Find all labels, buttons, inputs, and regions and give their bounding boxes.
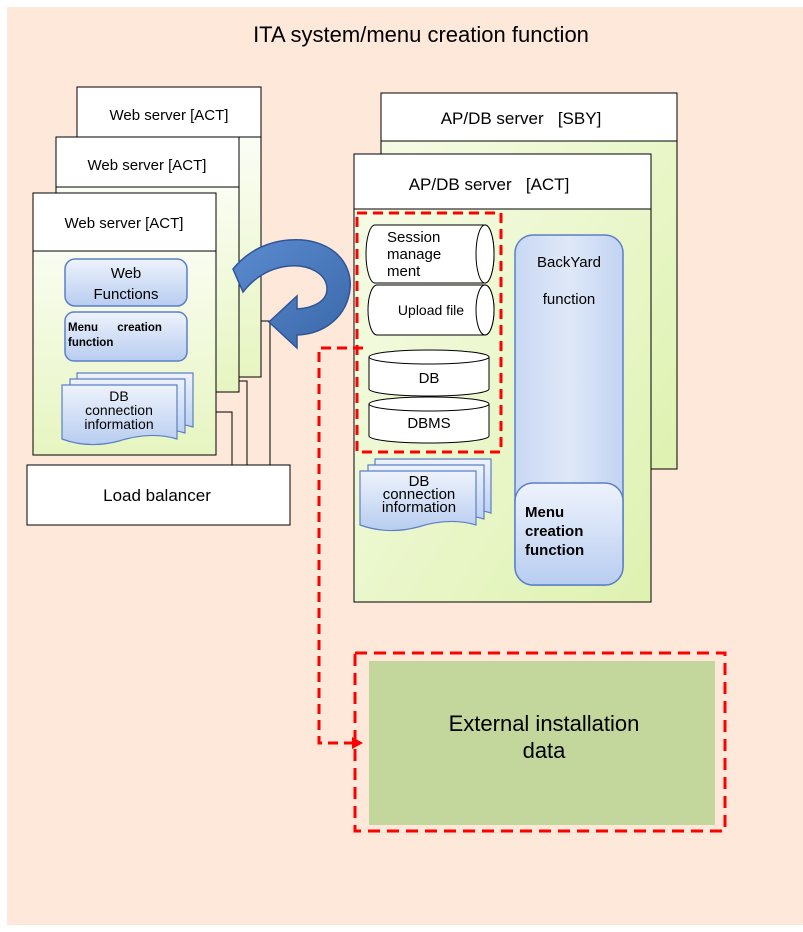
session-management-cylinder — [365, 224, 495, 284]
web-server-middle-label: Web server [ACT] — [88, 157, 207, 174]
load-balancer — [26, 464, 291, 526]
backyard-line1: BackYard — [537, 254, 601, 271]
apdb-sby-label: AP/DB server [SBY] — [441, 109, 602, 128]
menu-creation-apdb-box — [514, 482, 624, 586]
web-server-middle-header — [55, 136, 240, 188]
session-line3: ment — [387, 263, 421, 280]
curved-arrow-icon — [232, 239, 351, 350]
menu-creation-apdb-line2: creation — [525, 523, 583, 540]
menu-creation-web-line2: function — [68, 337, 113, 349]
db-connection-web-line2: connection — [85, 402, 153, 418]
external-data-connector — [317, 346, 363, 745]
external-data-line2: data — [523, 738, 567, 763]
db-connection-apdb-line2: connection — [383, 486, 456, 503]
load-balancer-label: Load balancer — [103, 486, 211, 505]
session-line1: Session — [387, 229, 440, 246]
dbms-cylinder — [368, 396, 490, 444]
diagram-title: ITA system/menu creation function — [253, 22, 589, 47]
web-server-front-label: Web server [ACT] — [65, 215, 184, 232]
menu-creation-apdb-line1: Menu — [525, 504, 564, 521]
web-server-stack: Web server [ACT] Web server [ACT] Web se… — [32, 86, 262, 456]
db-connection-web-line1: DB — [109, 388, 128, 404]
web-server-front-header — [32, 192, 217, 252]
web-server-back-label: Web server [ACT] — [110, 107, 229, 124]
db-cylinder — [368, 349, 490, 397]
architecture-diagram: ITA system/menu creation function Web se… — [26, 22, 727, 833]
db-label: DB — [419, 370, 440, 387]
diagram-canvas: ITA system/menu creation function Web se… — [7, 7, 803, 925]
external-data-box — [369, 661, 715, 825]
menu-creation-web-line1: Menu creation — [68, 322, 162, 334]
upload-file-cylinder — [367, 284, 495, 336]
external-data-line1: External installation — [449, 711, 640, 736]
apdb-act-label: AP/DB server [ACT] — [409, 175, 570, 194]
backyard-line2: function — [543, 291, 596, 308]
session-line2: manage — [387, 246, 441, 263]
web-functions-line1: Web — [111, 265, 142, 282]
db-connection-web-line3: information — [84, 416, 153, 432]
db-connection-apdb-line3: information — [382, 499, 456, 516]
dbms-label: DBMS — [407, 415, 450, 432]
menu-creation-apdb-line3: function — [525, 542, 584, 559]
web-server-back-header — [76, 86, 262, 138]
db-connection-apdb — [359, 458, 492, 532]
storage-dashed-boundary — [355, 211, 503, 454]
db-connection-apdb-line1: DB — [409, 473, 430, 490]
web-functions-line2: Functions — [93, 286, 158, 303]
upload-file-label: Upload file — [398, 302, 464, 318]
web-functions-box — [64, 258, 188, 307]
menu-creation-web-box — [64, 311, 188, 362]
external-data-dashed-boundary — [353, 651, 727, 833]
db-connection-web — [61, 372, 194, 446]
